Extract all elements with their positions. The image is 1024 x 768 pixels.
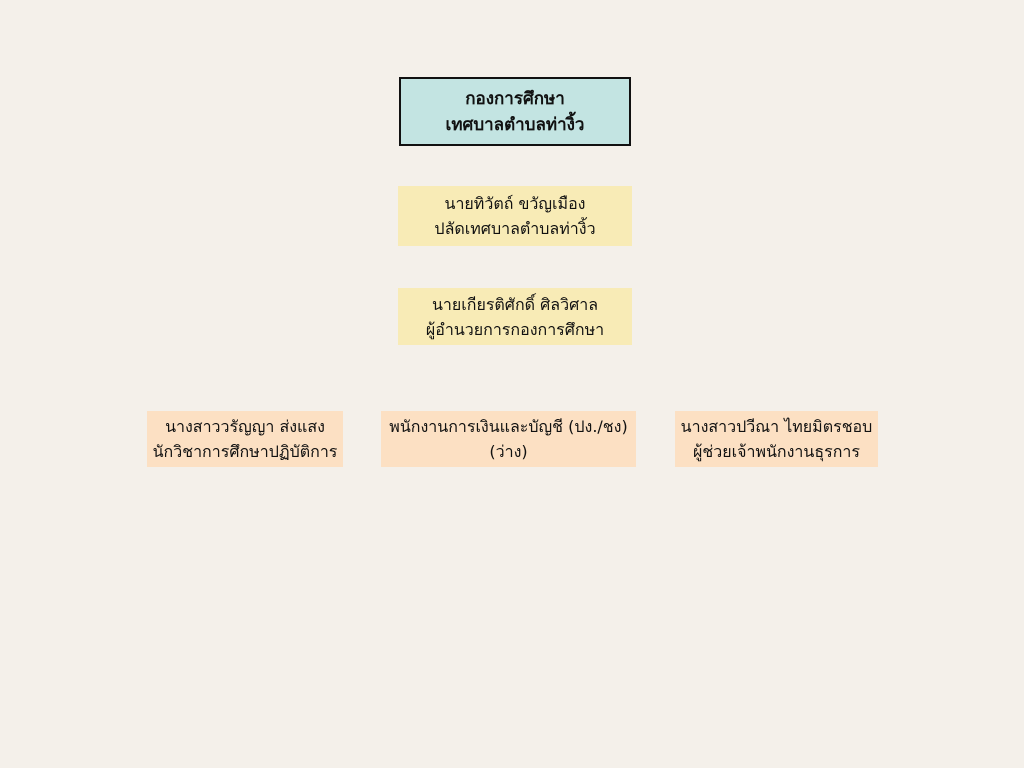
staff-line2: ผู้ช่วยเจ้าพนักงานธุรการ [693, 442, 860, 461]
education-director-name: นายเกียรติศักดิ์ ศิลวิศาล [431, 294, 599, 314]
org-head-line2: เทศบาลตำบลท่างิ้ว [445, 114, 585, 135]
staff-box-education-officer: นางสาววรัญญา ส่งแสง นักวิชาการศึกษาปฏิบั… [147, 411, 343, 467]
staff-box-admin-assistant: นางสาวปวีณา ไทยมิตรชอบ ผู้ช่วยเจ้าพนักงา… [675, 411, 878, 467]
education-director-position: ผู้อำนวยการกองการศึกษา [425, 319, 605, 339]
staff-line2: นักวิชาการศึกษาปฏิบัติการ [152, 442, 338, 461]
staff-box-finance-officer: พนักงานการเงินและบัญชี (ปง./ชง) (ว่าง) [381, 411, 636, 467]
municipal-clerk-position: ปลัดเทศบาลตำบลท่างิ้ว [434, 219, 596, 238]
org-head-box: กองการศึกษา เทศบาลตำบลท่างิ้ว [399, 77, 631, 146]
staff-line1: พนักงานการเงินและบัญชี (ปง./ชง) [389, 417, 628, 436]
staff-line1: นางสาวปวีณา ไทยมิตรชอบ [680, 417, 873, 436]
staff-line1: นางสาววรัญญา ส่งแสง [165, 417, 325, 436]
education-director-box: นายเกียรติศักดิ์ ศิลวิศาล ผู้อำนวยการกอง… [398, 288, 632, 345]
staff-line2: (ว่าง) [489, 442, 528, 461]
municipal-clerk-box: นายทิวัตถ์ ขวัญเมือง ปลัดเทศบาลตำบลท่างิ… [398, 186, 632, 246]
municipal-clerk-name: นายทิวัตถ์ ขวัญเมือง [444, 194, 586, 213]
org-head-line1: กองการศึกษา [465, 88, 565, 109]
